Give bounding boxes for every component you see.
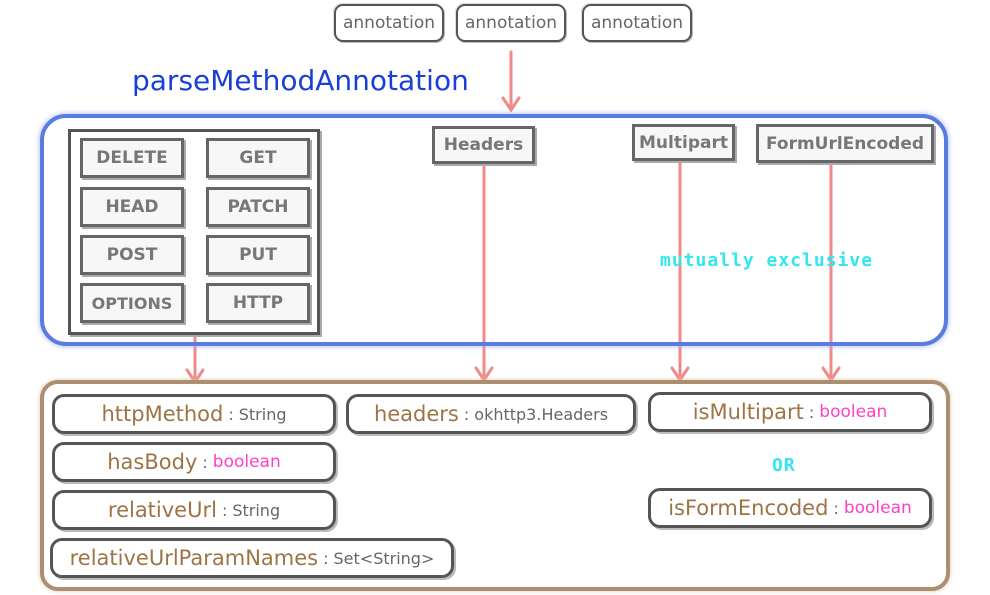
field-type: String bbox=[232, 500, 281, 520]
or-label: OR bbox=[772, 455, 796, 476]
field-name: relativeUrlParamNames bbox=[69, 546, 319, 570]
field-name: relativeUrl bbox=[107, 498, 217, 522]
colon-separator: : bbox=[323, 548, 329, 568]
formurlencoded-annotation-box: FormUrlEncoded bbox=[756, 124, 934, 163]
method-patch: PATCH bbox=[206, 187, 310, 227]
field-name: headers bbox=[373, 402, 459, 426]
annotation-label: annotation bbox=[342, 13, 435, 33]
field-type: boolean bbox=[212, 452, 281, 472]
colon-separator: : bbox=[808, 402, 815, 422]
field-type: Set<String> bbox=[333, 548, 435, 568]
field-is-multipart: isMultipart:boolean bbox=[648, 392, 932, 432]
http-method-group bbox=[68, 129, 320, 335]
colon-separator: : bbox=[202, 452, 208, 472]
field-type: boolean bbox=[843, 498, 912, 518]
arrowhead-annotations bbox=[501, 96, 521, 113]
parse-method-annotation-frame bbox=[40, 114, 948, 346]
headers-annotation-box: Headers bbox=[432, 126, 535, 164]
request-factory-fields-frame bbox=[40, 380, 950, 591]
annotation-pill-2: annotation bbox=[456, 4, 566, 42]
method-options: OPTIONS bbox=[80, 283, 184, 323]
multipart-annotation-box: Multipart bbox=[632, 124, 735, 161]
field-type: okhttp3.Headers bbox=[474, 404, 609, 424]
field-relative-url: relativeUrl:String bbox=[52, 490, 336, 530]
method-delete: DELETE bbox=[80, 138, 184, 178]
field-http-method: httpMethod:String bbox=[52, 394, 336, 434]
diagram-title: parseMethodAnnotation bbox=[132, 64, 469, 97]
method-get: GET bbox=[206, 138, 310, 178]
field-relative-url-param-names: relativeUrlParamNames:Set<String> bbox=[50, 538, 454, 578]
field-has-body: hasBody:boolean bbox=[52, 442, 336, 482]
field-name: isMultipart bbox=[692, 400, 804, 424]
field-headers: headers:okhttp3.Headers bbox=[346, 394, 636, 434]
annotation-label: annotation bbox=[464, 13, 557, 33]
field-type: boolean bbox=[819, 402, 888, 422]
field-is-form-encoded: isFormEncoded:boolean bbox=[648, 488, 932, 528]
field-name: hasBody bbox=[107, 450, 198, 474]
colon-separator: : bbox=[463, 404, 470, 424]
colon-separator: : bbox=[221, 500, 228, 520]
annotation-pill-3: annotation bbox=[582, 4, 692, 42]
field-type: String bbox=[238, 404, 287, 424]
method-head: HEAD bbox=[80, 187, 184, 227]
method-post: POST bbox=[80, 235, 184, 275]
annotation-label: annotation bbox=[590, 13, 683, 33]
field-name: httpMethod bbox=[101, 402, 224, 426]
field-name: isFormEncoded bbox=[668, 496, 829, 520]
colon-separator: : bbox=[833, 498, 839, 518]
method-put: PUT bbox=[206, 235, 310, 275]
method-http: HTTP bbox=[206, 283, 310, 323]
mutually-exclusive-label: mutually exclusive bbox=[660, 250, 874, 271]
annotation-pill-1: annotation bbox=[334, 4, 444, 42]
colon-separator: : bbox=[228, 404, 234, 424]
